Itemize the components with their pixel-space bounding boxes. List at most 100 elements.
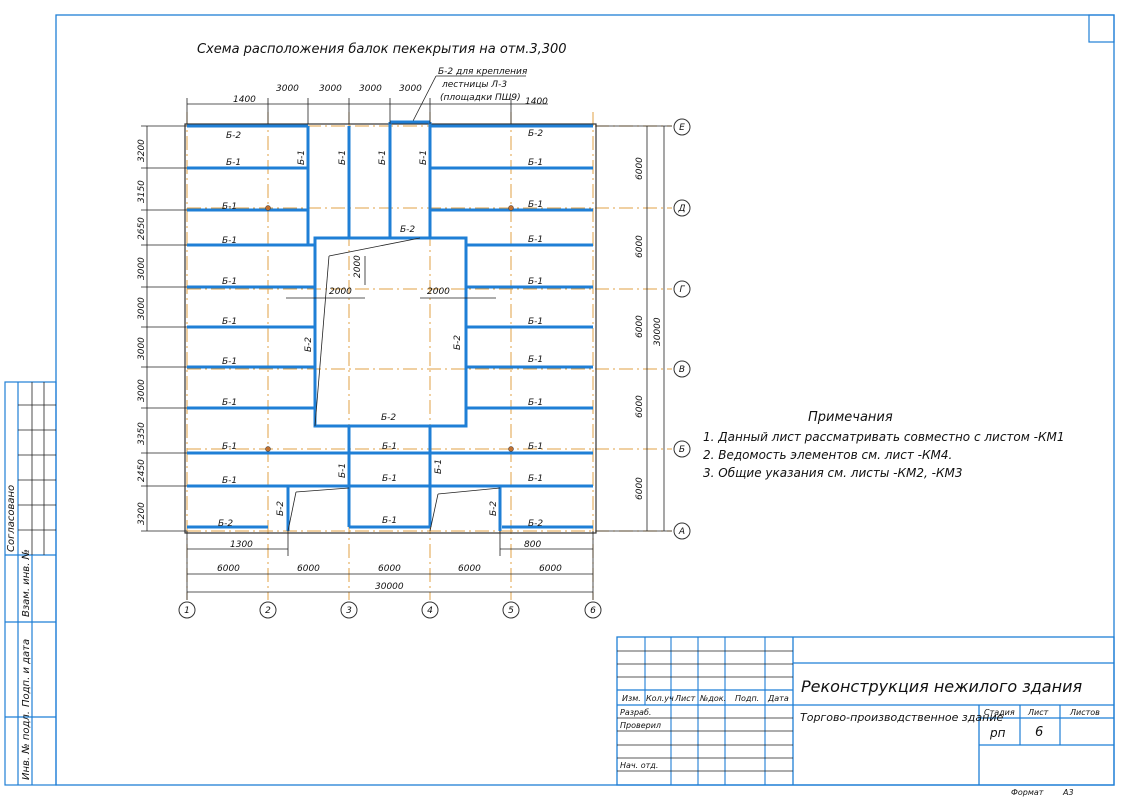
beam-label: Б-1 [222, 236, 237, 246]
opening-frame [313, 236, 468, 428]
beam-label: Б-2 [528, 129, 543, 139]
beam-label: Б-1 [528, 355, 543, 365]
top-dim: 3000 [399, 84, 422, 94]
left-dim: 3000 [137, 297, 147, 320]
sheet-frame [55, 14, 1115, 786]
beam-label: Б-1 [528, 200, 543, 210]
beam-label: Б-1 [528, 277, 543, 287]
beam-labels: Б-2 Б-2 Б-1 Б-1 Б-1 Б-1 Б-1 Б-1 Б-1 Б-1 … [218, 129, 543, 529]
bottom-dim: 6000 [458, 564, 481, 574]
stair-note: Б-2 для крепления лестницы Л-3 (площадки… [412, 67, 528, 122]
beam-label: Б-2 [226, 131, 241, 141]
axis-number: 1 [184, 606, 190, 616]
opening-dim: 2000 [427, 287, 450, 297]
note-item: 1. Данный лист рассматривать совместно с… [703, 430, 1064, 444]
stamp-inv-no: Инв. № подл. [21, 711, 32, 780]
bottom-small-dim: 800 [524, 540, 541, 550]
beam-label: Б-1 [222, 442, 237, 452]
stamp-sign-date: Подп. и дата [21, 639, 32, 707]
top-dim: 3000 [276, 84, 299, 94]
bottom-small-dim: 1300 [230, 540, 253, 550]
tb-sheet: 6 [1035, 725, 1043, 740]
left-dim: 3200 [137, 139, 147, 162]
opening-dim: 2000 [353, 255, 363, 278]
beam-label: Б-1 [226, 158, 241, 168]
beam-label: Б-1 [528, 442, 543, 452]
beam-label: Б-1 [222, 398, 237, 408]
beam-label: Б-1 [382, 474, 397, 484]
tb-header: Подп. [735, 694, 759, 703]
beam-label: Б-2 [381, 413, 396, 423]
top-dim: 1400 [525, 97, 548, 107]
right-dim: 6000 [635, 235, 645, 258]
beam-label: Б-2 [218, 519, 233, 529]
corner-stamp [1088, 14, 1115, 43]
tb-header: №док. [699, 694, 726, 703]
left-dim: 3200 [137, 502, 147, 525]
left-dim: 3000 [137, 337, 147, 360]
axis-letter: Д [677, 204, 685, 214]
beam-label: Б-1 [222, 357, 237, 367]
beam-label: Б-1 [222, 317, 237, 327]
left-dim: 2450 [137, 459, 147, 482]
right-dim: 6000 [635, 315, 645, 338]
beam-label: Б-1 [222, 202, 237, 212]
tb-sheets-label: Листов [1069, 708, 1100, 717]
tb-format: А3 [1062, 788, 1074, 797]
beam-label: Б-1 [528, 317, 543, 327]
stair-note-line3: (площадки ПШ9) [440, 93, 521, 103]
right-dims: 6000 6000 6000 6000 6000 30000 [596, 125, 672, 532]
title-block: Изм. Кол.уч Лист №док. Подп. Дата Разраб… [616, 636, 1115, 797]
beam-label: Б-1 [338, 463, 348, 478]
beam-label: Б-2 [304, 337, 314, 352]
stair-note-line1: Б-2 для крепления [438, 67, 528, 77]
beam-label: Б-2 [453, 335, 463, 350]
top-dim: 3000 [359, 84, 382, 94]
beam-label: Б-1 [297, 150, 307, 165]
left-dims: 3200 3150 2650 3000 3000 3000 3000 3350 … [137, 125, 187, 532]
beam-label: Б-2 [528, 519, 543, 529]
beam-label: Б-1 [419, 150, 429, 165]
tb-role: Разраб. [620, 708, 651, 717]
beam-label: Б-1 [378, 150, 388, 165]
tb-object-line: Торгово-производственное здание [800, 711, 1003, 724]
tb-header: Лист [674, 694, 696, 703]
notes: Примечания 1. Данный лист рассматривать … [703, 410, 1064, 480]
stair-note-line2: лестницы Л-3 [441, 80, 507, 90]
stamp-replace-inv: Взам. инв. № [21, 549, 32, 617]
tb-header: Кол.уч [646, 694, 674, 703]
axis-number: 2 [265, 606, 271, 616]
beams [187, 120, 593, 532]
tb-role: Нач. отд. [620, 761, 658, 770]
left-dim: 3000 [137, 379, 147, 402]
right-dim-total: 30000 [653, 317, 663, 346]
bottom-dim: 6000 [378, 564, 401, 574]
axis-number: 6 [590, 606, 596, 616]
beam-label: Б-1 [382, 442, 397, 452]
top-dim: 3000 [319, 84, 342, 94]
right-dim: 6000 [635, 477, 645, 500]
axis-letter: Г [679, 285, 685, 295]
left-dim: 3350 [137, 422, 147, 445]
beam-label: Б-2 [489, 501, 499, 516]
right-dim: 6000 [635, 395, 645, 418]
axis-bubbles: Е Д Г В Б А 1 2 3 4 5 6 [178, 118, 691, 619]
axis-letter: В [679, 365, 685, 375]
beam-label: Б-1 [382, 516, 397, 526]
axis-letter: Е [679, 123, 685, 133]
tb-project: Реконструкция нежилого здания [801, 677, 1082, 696]
right-dim: 6000 [635, 157, 645, 180]
top-dims: 1400 3000 3000 3000 3000 1400 [186, 84, 548, 124]
axis-number: 3 [346, 606, 352, 616]
tb-stage-label: Стадия [984, 708, 1015, 717]
axis-letter: А [678, 527, 685, 537]
beam-label: Б-2 [400, 225, 415, 235]
columns [265, 205, 514, 452]
stamp-agreed: Согласовано [6, 485, 17, 552]
beam-label: Б-1 [528, 235, 543, 245]
beam-label: Б-1 [434, 459, 444, 474]
axis-number: 5 [508, 606, 514, 616]
notes-heading: Примечания [808, 410, 893, 425]
tb-sheet-label: Лист [1027, 708, 1049, 717]
